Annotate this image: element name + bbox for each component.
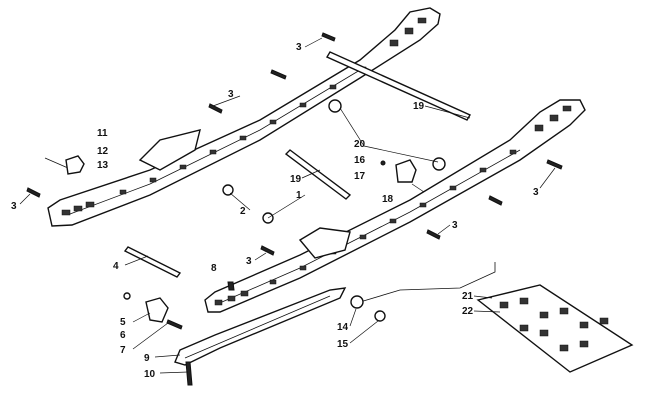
callout-7: 7 <box>120 345 126 356</box>
callout-20: 20 <box>354 139 366 150</box>
callout-10: 10 <box>144 369 156 380</box>
callout-13: 13 <box>97 160 109 171</box>
rear-left-rail <box>47 7 441 227</box>
callout-3: 3 <box>452 220 458 231</box>
leader-lines <box>19 37 556 374</box>
callout-3: 3 <box>228 89 234 100</box>
callout-21: 21 <box>462 291 474 302</box>
callout-3: 3 <box>533 187 539 198</box>
callout-19: 19 <box>290 174 302 185</box>
callout-11: 11 <box>97 128 108 139</box>
callout-3: 3 <box>11 201 17 212</box>
track-section <box>476 284 634 373</box>
callout-19: 19 <box>413 101 425 112</box>
slide-parts <box>123 281 347 386</box>
callout-3: 3 <box>246 256 252 267</box>
callout-8: 8 <box>211 263 217 274</box>
callout-4: 4 <box>113 261 119 272</box>
callout-18: 18 <box>382 194 394 205</box>
left-bracket-parts <box>44 155 85 175</box>
center-bracket-parts <box>380 159 425 193</box>
callout-2: 2 <box>240 206 246 217</box>
callout-22: 22 <box>462 306 474 317</box>
callout-9: 9 <box>144 353 150 364</box>
callout-1: 1 <box>296 190 302 201</box>
callout-labels: 3 3 3 3 3 3 3 19 19 20 16 17 18 11 12 13… <box>11 42 539 380</box>
callout-16: 16 <box>354 155 366 166</box>
callout-12: 12 <box>97 146 109 157</box>
callout-5: 5 <box>120 317 126 328</box>
bolts <box>26 32 563 256</box>
cross-shafts <box>123 51 472 278</box>
spring-parts <box>350 262 496 322</box>
front-right-rail <box>204 99 586 313</box>
callout-15: 15 <box>337 339 349 350</box>
callout-3: 3 <box>296 42 302 53</box>
callout-14: 14 <box>337 322 349 333</box>
callout-6: 6 <box>120 330 126 341</box>
callout-17: 17 <box>354 171 366 182</box>
